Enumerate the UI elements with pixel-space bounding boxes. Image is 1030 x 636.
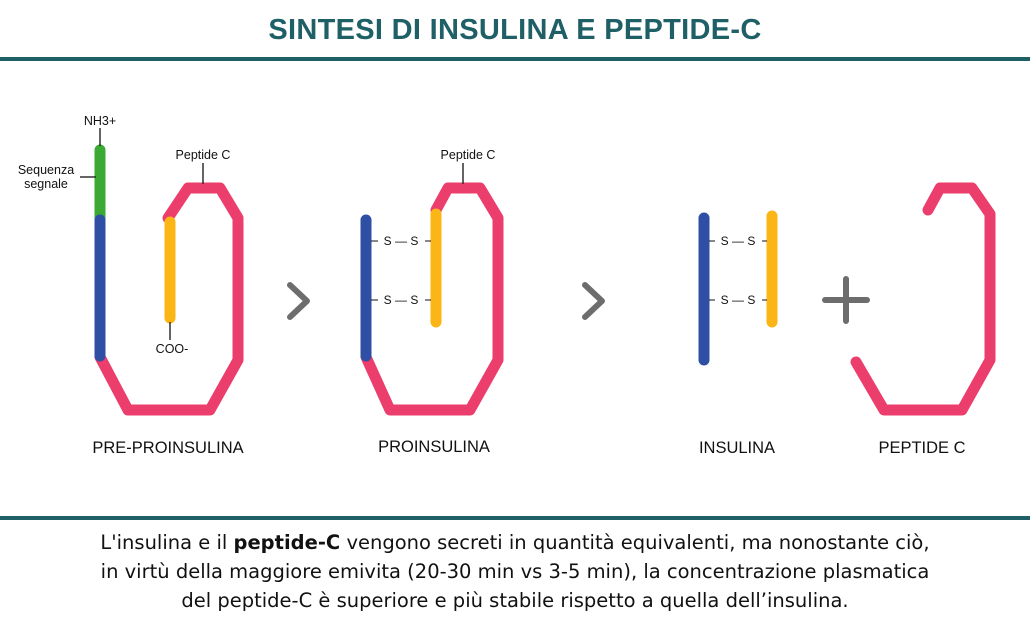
- proinsulin-molecule: Peptide C S — S S — S: [360, 148, 504, 416]
- disulfide-bond-3: S — S: [721, 234, 756, 248]
- peptide-c-label-1: Peptide C: [176, 148, 231, 162]
- bottom-divider: [0, 516, 1030, 520]
- pre-proinsulin-molecule: NH3+ Sequenza segnale Peptide C COO-: [18, 114, 244, 416]
- disulfide-bond-4: S — S: [721, 293, 756, 307]
- caption-line-2: in virtù della maggiore emivita (20-30 m…: [100, 560, 930, 583]
- peptide-c-free-chain: [850, 182, 996, 416]
- stage-label-peptide-c: PEPTIDE C: [878, 439, 965, 457]
- stage-label-proinsulin: PROINSULINA: [378, 438, 490, 456]
- pre-proinsulin-pink-chain: [94, 182, 244, 416]
- coo-label: COO-: [156, 342, 189, 356]
- page-title: SINTESI DI INSULINA E PEPTIDE-C: [268, 14, 762, 46]
- caption-line-3: del peptide-C è superiore e più stabile …: [181, 589, 849, 612]
- caption: L'insulina e il peptide-C vengono secret…: [0, 528, 1030, 615]
- arrow-right-icon-1: [287, 282, 310, 320]
- disulfide-bond-2: S — S: [384, 293, 419, 307]
- caption-line-1: L'insulina e il peptide-C vengono secret…: [0, 528, 1030, 557]
- stage-label-pre-proinsulin: PRE-PROINSULINA: [92, 439, 243, 457]
- top-divider: [0, 57, 1030, 61]
- nh3-label: NH3+: [84, 114, 116, 128]
- stage-label-insulin: INSULINA: [699, 439, 775, 457]
- caption-bold-term: peptide-C: [233, 531, 341, 554]
- caption-text: L'insulina e il: [100, 531, 234, 554]
- signal-sequence-label-1: Sequenza: [18, 163, 74, 177]
- synthesis-diagram: NH3+ Sequenza segnale Peptide C COO- Pep…: [18, 114, 996, 457]
- disulfide-bond-1: S — S: [384, 234, 419, 248]
- caption-text: vengono secreti in quantità equivalenti,…: [340, 531, 930, 554]
- proinsulin-pink-chain: [360, 182, 504, 416]
- peptide-c-label-2: Peptide C: [441, 148, 496, 162]
- signal-sequence-label-2: segnale: [24, 177, 68, 191]
- arrow-right-icon-2: [582, 282, 605, 320]
- plus-icon: [822, 276, 870, 324]
- insulin-molecule: S — S S — S: [698, 210, 778, 366]
